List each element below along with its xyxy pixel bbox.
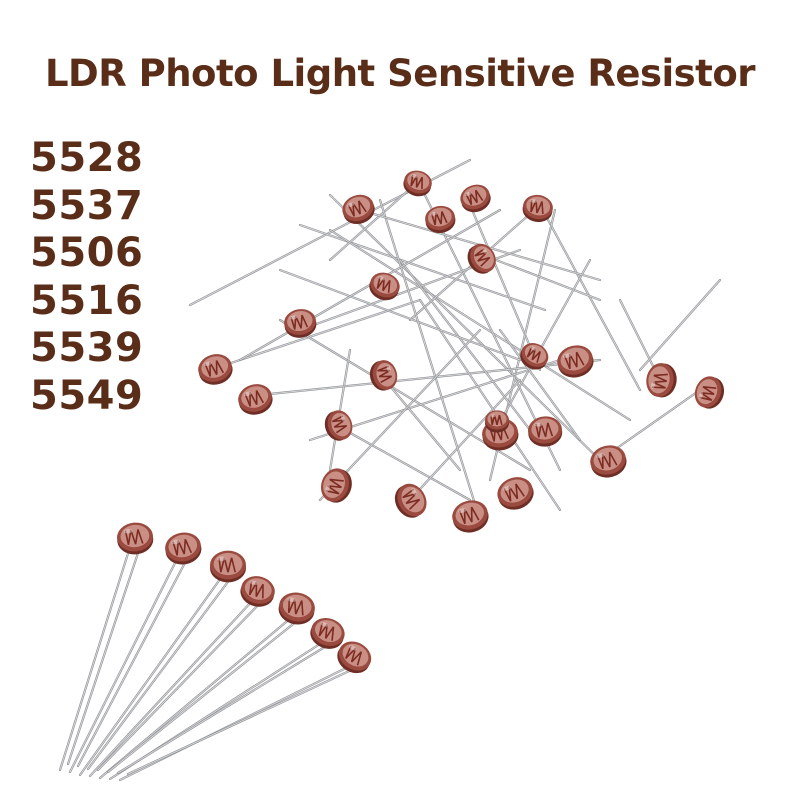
photoresistor-body <box>467 243 496 274</box>
photoresistor-body <box>452 500 489 533</box>
photoresistor-body <box>460 184 491 213</box>
photoresistor-body <box>342 194 375 225</box>
photoresistor-body <box>590 445 627 478</box>
model-number: 5537 <box>30 182 144 229</box>
photoresistor-body <box>310 617 345 649</box>
photoresistor-body <box>369 272 400 301</box>
pile-of-photoresistors <box>188 158 725 533</box>
photoresistor-body <box>557 345 594 378</box>
photoresistor-body <box>165 532 202 565</box>
photoresistor-body <box>369 360 398 391</box>
photoresistor-body <box>238 384 273 415</box>
photoresistor-body <box>646 363 677 398</box>
photoresistor-body <box>278 592 315 625</box>
photoresistor-body <box>117 522 154 555</box>
photoresistor-body <box>394 483 427 518</box>
photoresistor-body <box>284 309 317 338</box>
photoresistor-body <box>320 468 352 503</box>
row-of-photoresistors <box>58 522 372 782</box>
photoresistor-body <box>485 410 509 433</box>
photoresistor-body <box>528 416 563 447</box>
photoresistor-body <box>403 170 432 197</box>
model-list: 5528 5537 5506 5516 5539 5549 <box>30 135 143 420</box>
model-number: 5549 <box>30 372 144 419</box>
photoresistor-body <box>522 194 553 223</box>
photoresistor-body <box>240 576 275 607</box>
model-number: 5539 <box>30 325 144 371</box>
photoresistor-body <box>694 376 725 409</box>
photoresistor-body <box>337 641 372 674</box>
product-title: LDR Photo Light Sensitive Resistor <box>44 52 756 95</box>
model-number: 5528 <box>30 135 144 181</box>
model-number: 5516 <box>30 277 144 324</box>
photoresistor-body <box>497 477 534 510</box>
photoresistor-body <box>198 354 233 385</box>
photoresistor-body <box>520 343 549 370</box>
photoresistor-body <box>324 410 353 441</box>
model-number: 5506 <box>30 230 144 276</box>
photoresistor-body <box>425 205 456 234</box>
photoresistor-body <box>210 550 246 583</box>
